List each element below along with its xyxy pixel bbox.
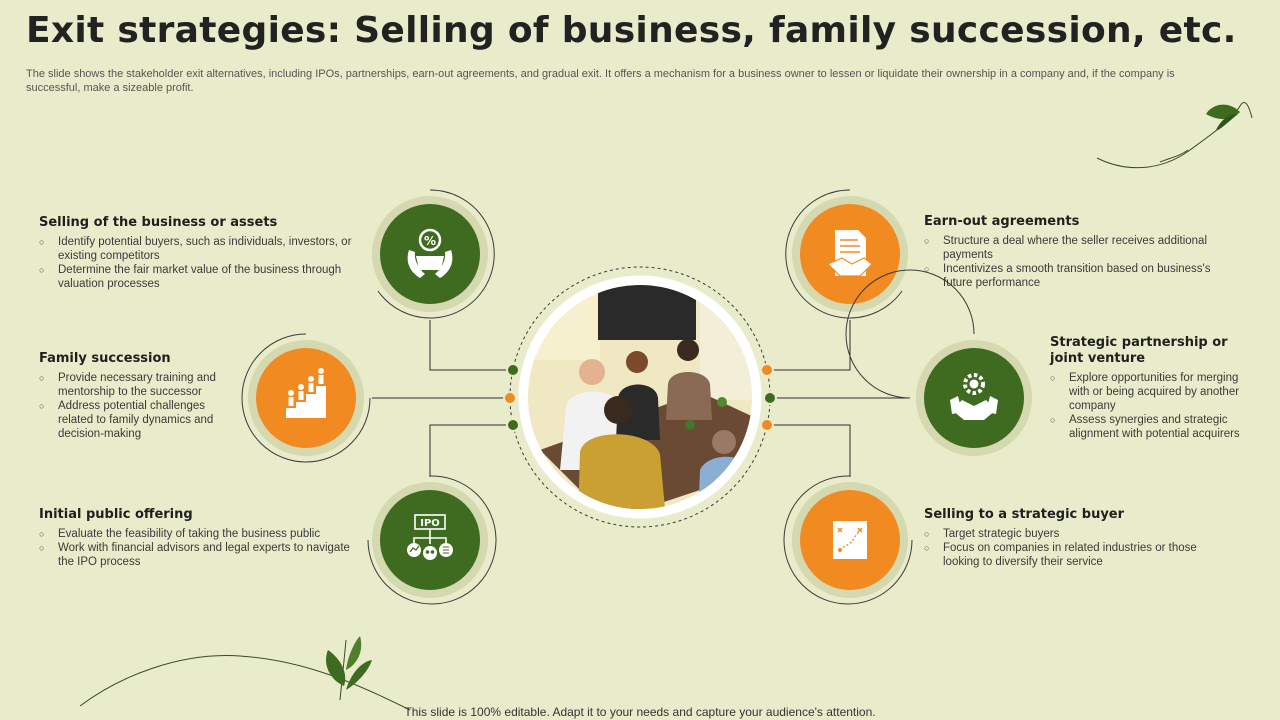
team-meeting-photo [528,285,752,509]
heading-strategic-buyer: Selling to a strategic buyer [924,507,1125,522]
family-stairs-icon [286,368,326,418]
node-partnership [845,269,1032,456]
node-strategic-buyer [783,475,913,605]
contract-handshake-icon [826,230,873,277]
page-subtitle: The slide shows the stakeholder exit alt… [26,68,1175,94]
bullet-item: Identify potential buyers, such as indiv… [39,235,364,263]
vine-decoration-top-right [1096,102,1253,169]
node-family-succession [241,333,371,463]
percent-hands-icon: % [407,228,453,278]
heading-family-succession: Family succession [39,351,171,366]
heading-earn-out: Earn-out agreements [924,214,1080,229]
bullets-partnership: Explore opportunities for merging with o… [1050,371,1250,441]
bullet-item: Assess synergies and strategic alignment… [1050,413,1250,441]
block-selling-assets: Selling of the business or assets Identi… [39,215,364,291]
footer-note: This slide is 100% editable. Adapt it to… [404,705,876,719]
bullet-item: Target strategic buyers [924,527,1224,541]
ipo-network-icon: IPO [407,514,453,560]
vine-decoration-bottom-left [79,636,411,711]
block-ipo: Initial public offering Evaluate the fea… [39,507,359,569]
node-ipo: IPO [367,475,497,605]
page-title: Exit strategies: Selling of business, fa… [26,10,1237,51]
bullet-item: Work with financial advisors and legal e… [39,541,359,569]
bullet-item: Explore opportunities for merging with o… [1050,371,1250,413]
bullet-item: Evaluate the feasibility of taking the b… [39,527,359,541]
bullet-item: Address potential challenges related to … [39,399,239,441]
strategy-board-icon [833,521,867,559]
connector-lines [372,320,908,477]
bullet-item: Incentivizes a smooth transition based o… [924,262,1234,290]
heading-selling-assets: Selling of the business or assets [39,215,278,230]
node-earn-out [785,189,908,319]
bullet-item: Structure a deal where the seller receiv… [924,234,1234,262]
bullets-ipo: Evaluate the feasibility of taking the b… [39,527,359,569]
bullet-item: Provide necessary training and mentorshi… [39,371,239,399]
heading-ipo: Initial public offering [39,507,193,522]
block-strategic-buyer: Selling to a strategic buyer Target stra… [924,507,1224,569]
block-partnership: Strategic partnership or joint venture E… [1050,335,1250,441]
bullets-earn-out: Structure a deal where the seller receiv… [924,234,1234,290]
bullets-strategic-buyer: Target strategic buyers Focus on compani… [924,527,1224,569]
bullets-family-succession: Provide necessary training and mentorshi… [39,371,239,441]
node-selling-assets: % [372,189,495,319]
block-earn-out: Earn-out agreements Structure a deal whe… [924,214,1234,290]
svg-text:%: % [424,234,436,248]
bullet-item: Focus on companies in related industries… [924,541,1224,569]
bullet-item: Determine the fair market value of the b… [39,263,364,291]
svg-text:IPO: IPO [420,518,440,529]
bullets-selling-assets: Identify potential buyers, such as indiv… [39,235,364,291]
connector-dots [503,363,777,432]
heading-partnership: Strategic partnership or joint venture [1050,335,1228,366]
block-family-succession: Family succession Provide necessary trai… [39,351,239,441]
gear-handshake-icon [950,373,998,420]
